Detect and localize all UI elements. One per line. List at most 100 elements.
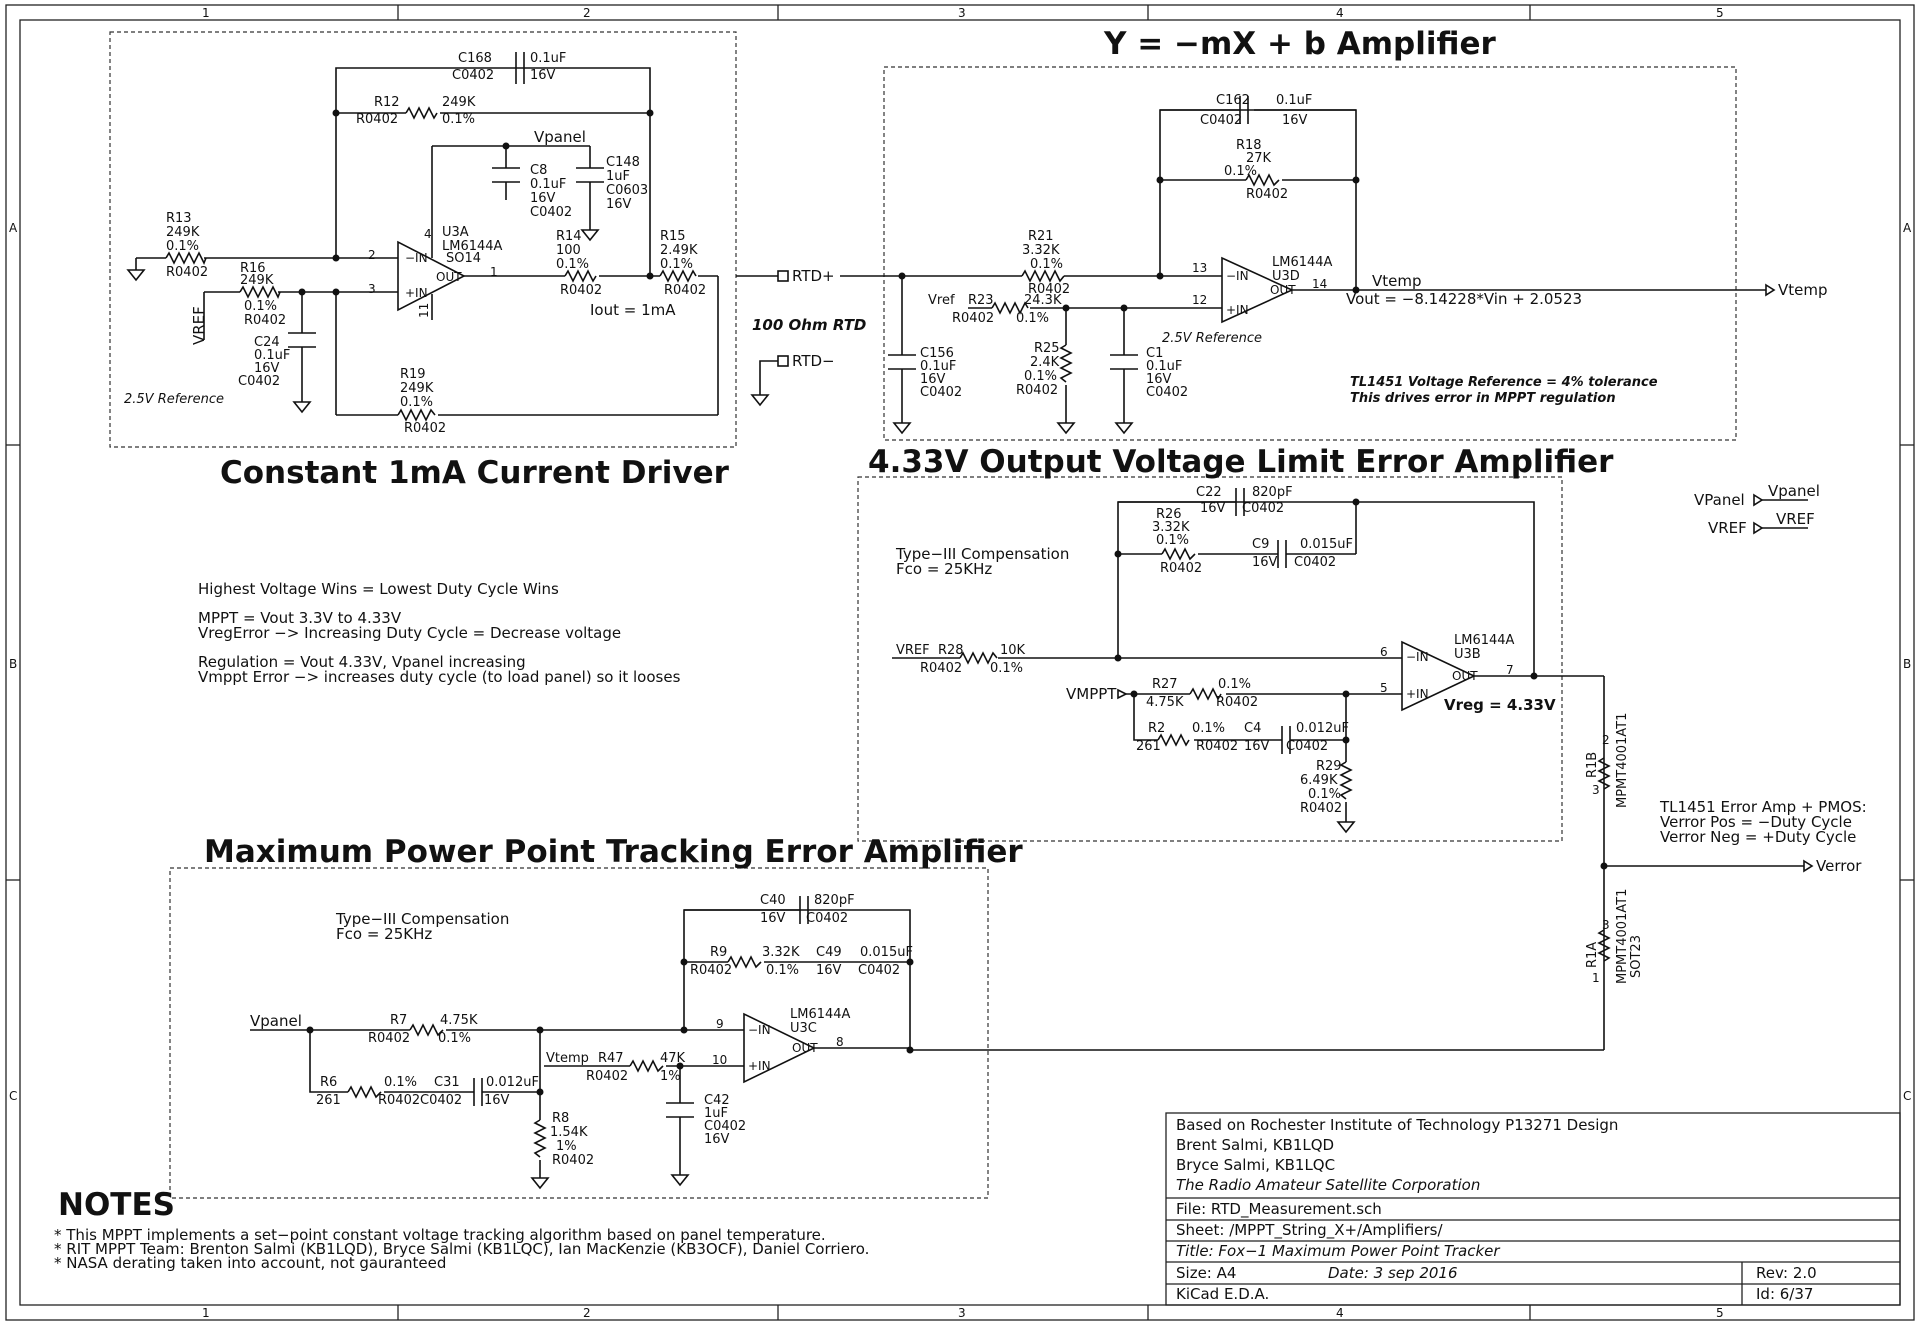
c42-voltage: 16V	[704, 1132, 730, 1147]
r21-ref: R21	[1028, 229, 1054, 244]
r1b-part: MPMT4001AT1	[1615, 713, 1630, 808]
r9-ref: R9	[710, 945, 727, 960]
c24-voltage: 16V	[254, 361, 280, 376]
r6-pkg: R0402	[378, 1093, 420, 1108]
r6-tolerance: 0.1%	[384, 1075, 417, 1090]
u3a-pin3: 3	[368, 282, 376, 296]
tb-file: File: RTD_Measurement.sch	[1176, 1200, 1382, 1219]
title-current-driver: Constant 1mA Current Driver	[220, 455, 730, 491]
vlimit-circuit	[892, 488, 1605, 834]
c31-ref: C31	[434, 1075, 460, 1090]
u3a-pin4: 4	[424, 227, 432, 241]
c22-ref: C22	[1196, 485, 1222, 500]
r2-tolerance: 0.1%	[1192, 721, 1225, 736]
amp-note-2: This drives error in MPPT regulation	[1350, 391, 1616, 406]
r6-ref: R6	[320, 1075, 337, 1090]
col-label-4: 4	[1336, 6, 1344, 20]
rtd-note: 100 Ohm RTD	[752, 316, 866, 334]
power-ports: VPanel Vpanel VREF VREF	[1694, 482, 1820, 537]
r13-value: 249K	[166, 225, 200, 240]
u3c-ref: U3C	[790, 1021, 817, 1036]
row-label-c: C	[9, 1089, 17, 1103]
u3a-package: SO14	[446, 251, 481, 266]
vlimit-labels: C22 16V 820pF C0402 R26 3.32K 0.1% R0402…	[895, 485, 1556, 816]
c8-value: 0.1uF	[530, 177, 566, 192]
c156-voltage: 16V	[920, 372, 946, 387]
amp-note-1: TL1451 Voltage Reference = 4% tolerance	[1350, 375, 1658, 390]
c22-value: 820pF	[1252, 485, 1293, 500]
u3d-part: LM6144A	[1272, 255, 1333, 270]
col-label-5: 5	[1716, 6, 1724, 20]
r12-tolerance: 0.1%	[442, 112, 475, 127]
u3a-out: OUT	[436, 270, 462, 284]
r15-ref: R15	[660, 229, 686, 244]
c156-ref: C156	[920, 346, 954, 361]
title-amplifier: Y = −mX + b Amplifier	[1103, 26, 1496, 62]
r47-tolerance: 1%	[660, 1069, 681, 1084]
iout-label: Iout = 1mA	[590, 301, 676, 319]
amp-reference-note: 2.5V Reference	[1162, 331, 1262, 346]
diode-or-circuit	[910, 735, 1814, 1051]
row-label-c-right: C	[1903, 1089, 1911, 1103]
col-label-5-bottom: 5	[1716, 1306, 1724, 1320]
vref-port-label: VREF	[1708, 519, 1747, 537]
r1a-part: MPMT4001AT1	[1615, 889, 1630, 984]
diode-or-labels: R1B MPMT4001AT1 2 3 R1A MPMT4001AT1 SOT2…	[1585, 713, 1867, 985]
c24-pkg: C0402	[238, 374, 280, 389]
note-3: * NASA derating taken into account, not …	[54, 1254, 446, 1272]
c8-pkg: C0402	[530, 205, 572, 220]
c162-value: 0.1uF	[1276, 93, 1312, 108]
c40-ref: C40	[760, 893, 786, 908]
r14-value: 100	[556, 243, 581, 258]
tb-line-4: The Radio Amateur Satellite Corporation	[1176, 1176, 1480, 1194]
r18-value: 27K	[1246, 151, 1272, 166]
tb-size: Size: A4	[1176, 1264, 1236, 1282]
col-label-1: 1	[202, 6, 210, 20]
mppt-box	[169, 867, 989, 1199]
row-label-b: B	[9, 657, 17, 671]
r14-ref: R14	[556, 229, 582, 244]
r1a-ref: R1A	[1585, 942, 1600, 968]
row-label-a: A	[9, 221, 18, 235]
mppt-vpanel-label: Vpanel	[250, 1012, 302, 1030]
c9-ref: C9	[1252, 537, 1269, 552]
note-2: * RIT MPPT Team: Brenton Salmi (KB1LQD),…	[54, 1240, 869, 1258]
c42-pkg: C0402	[704, 1119, 746, 1134]
mppt-fco: Fco = 25KHz	[336, 925, 432, 943]
col-label-3-bottom: 3	[958, 1306, 966, 1320]
c31-voltage: 16V	[484, 1093, 510, 1108]
c31-pkg: C0402	[420, 1093, 462, 1108]
c162-pkg: C0402	[1200, 113, 1242, 128]
u3c-pin10: 10	[712, 1053, 727, 1067]
c9-pkg: C0402	[1294, 555, 1336, 570]
c4-ref: C4	[1244, 721, 1261, 736]
left-note-4: Regulation = Vout 4.33V, Vpanel increasi…	[198, 653, 526, 671]
r15-pkg: R0402	[664, 283, 706, 298]
c1-pkg: C0402	[1146, 385, 1188, 400]
col-label-2-bottom: 2	[583, 1306, 591, 1320]
left-note-2: MPPT = Vout 3.3V to 4.33V	[198, 609, 402, 627]
r47-pkg: R0402	[586, 1069, 628, 1084]
r13-ref: R13	[166, 211, 192, 226]
r28-tolerance: 0.1%	[990, 661, 1023, 676]
verror-port-label: Verror	[1816, 857, 1862, 875]
mppt-circuit	[250, 896, 914, 1190]
amplifier-box	[883, 66, 1737, 441]
r28-pkg: R0402	[920, 661, 962, 676]
tl-note-line-3: Verror Neg = +Duty Cycle	[1660, 828, 1856, 846]
r29-value: 6.49K	[1300, 773, 1338, 788]
r23-value: 24.3K	[1024, 293, 1062, 308]
c4-pkg: C0402	[1286, 739, 1328, 754]
r47-ref: R47	[598, 1051, 624, 1066]
c9-value: 0.015uF	[1300, 537, 1353, 552]
left-note-1: Highest Voltage Wins = Lowest Duty Cycle…	[198, 580, 559, 598]
r23-net-vref: Vref	[928, 293, 955, 308]
u3d-out: OUT	[1270, 283, 1296, 297]
rtd-minus-label: RTD−	[792, 352, 835, 370]
r27-value: 4.75K	[1146, 695, 1184, 710]
u3b-out: OUT	[1452, 669, 1478, 683]
r16-pkg: R0402	[244, 313, 286, 328]
tb-date: Date: 3 sep 2016	[1328, 1264, 1458, 1282]
vpanel-label: Vpanel	[534, 128, 586, 146]
r28-ref: R28	[938, 643, 964, 658]
